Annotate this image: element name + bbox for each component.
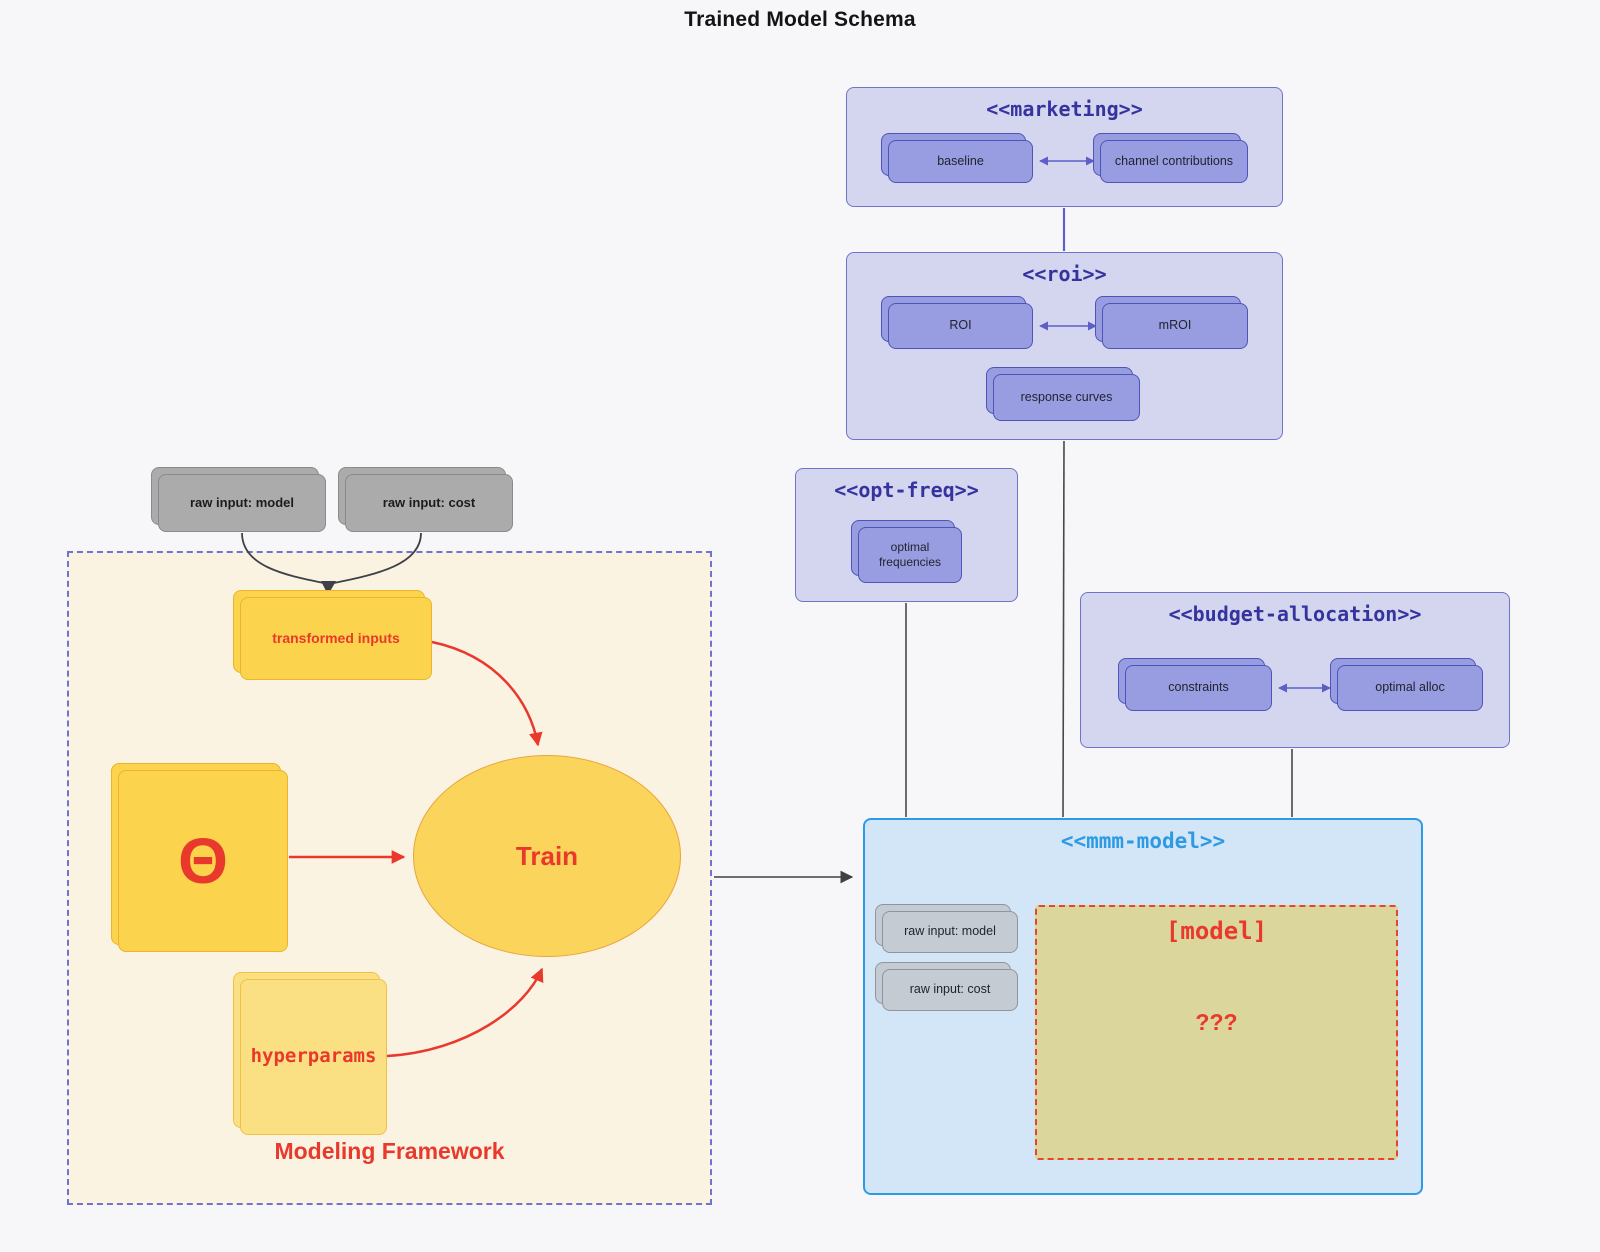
node-train-label: Train	[515, 840, 579, 871]
node-mmm-raw-input-cost: raw input: cost	[875, 962, 1018, 1011]
node-mmm-raw-input-model: raw input: model	[875, 904, 1018, 953]
node-mmm-raw-input-cost-label: raw input: cost	[882, 969, 1018, 1011]
modeling-framework-label: Modeling Framework	[274, 1138, 505, 1164]
node-raw-input-model-label: raw input: model	[158, 474, 326, 532]
container-budget-allocation-title: <<budget-allocation>>	[1168, 602, 1422, 626]
container-opt-freq-title: <<opt-freq>>	[834, 478, 979, 502]
node-mmm-raw-input-model-label: raw input: model	[882, 911, 1018, 953]
edge-roi-to-mmm-model	[1062, 440, 1065, 818]
container-mmm-model-title: <<mmm-model>>	[1060, 829, 1226, 853]
node-transformed-inputs-label: transformed inputs	[240, 597, 432, 680]
model-placeholder-title: [model]	[1165, 917, 1268, 945]
node-response-curves: response curves	[986, 367, 1140, 421]
node-hyperparams-label: hyperparams	[240, 979, 387, 1135]
page-title: Trained Model Schema	[684, 8, 916, 31]
node-roi-label: ROI	[888, 303, 1033, 349]
node-constraints-label: constraints	[1125, 665, 1272, 711]
node-optimal-alloc: optimal alloc	[1330, 658, 1483, 711]
node-optimal-frequencies: optimal frequencies	[851, 520, 962, 583]
node-baseline-label: baseline	[888, 140, 1033, 183]
node-roi: ROI	[881, 296, 1033, 349]
container-roi-title: <<roi>>	[1022, 262, 1107, 286]
node-baseline: baseline	[881, 133, 1033, 183]
node-theta: Θ	[111, 763, 288, 952]
node-optimal-frequencies-label: optimal frequencies	[858, 527, 962, 583]
node-raw-input-cost-label: raw input: cost	[345, 474, 513, 532]
node-hyperparams: hyperparams	[233, 972, 387, 1135]
node-theta-label: Θ	[118, 770, 288, 952]
node-response-curves-label: response curves	[993, 374, 1140, 421]
node-transformed-inputs: transformed inputs	[233, 590, 432, 680]
model-placeholder-unknown: ???	[1195, 1009, 1238, 1035]
node-train: Train	[413, 755, 681, 957]
node-raw-input-cost: raw input: cost	[338, 467, 513, 532]
node-raw-input-model: raw input: model	[151, 467, 326, 532]
node-mroi: mROI	[1095, 296, 1248, 349]
node-channel-contributions-label: channel contributions	[1100, 140, 1248, 183]
container-marketing-title: <<marketing>>	[986, 97, 1143, 121]
node-constraints: constraints	[1118, 658, 1272, 711]
node-channel-contributions: channel contributions	[1093, 133, 1248, 183]
node-optimal-alloc-label: optimal alloc	[1337, 665, 1483, 711]
node-model-placeholder: [model] ???	[1035, 905, 1398, 1160]
node-mroi-label: mROI	[1102, 303, 1248, 349]
